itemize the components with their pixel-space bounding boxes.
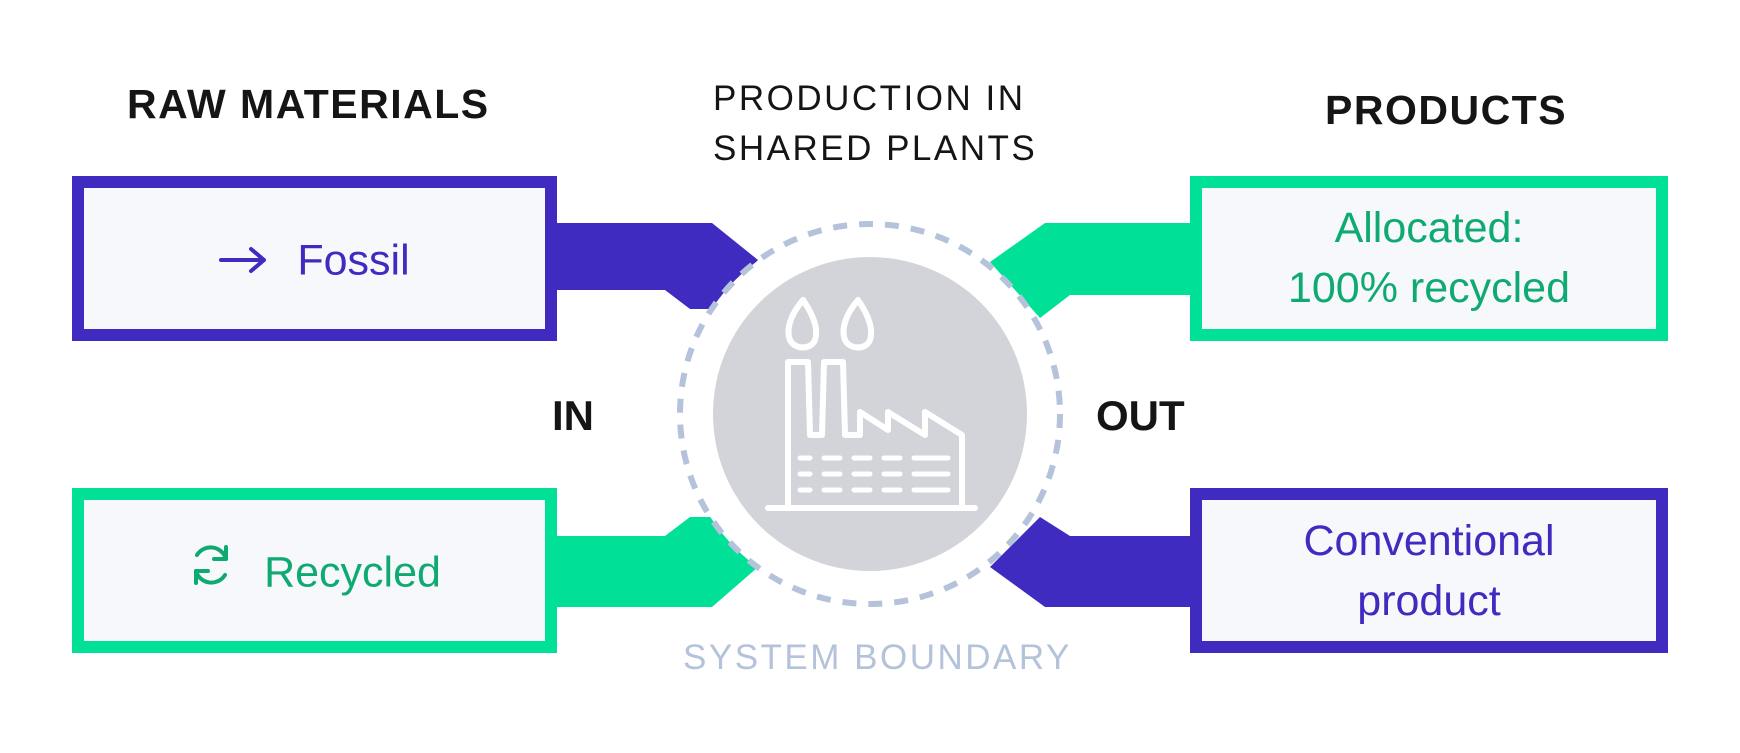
in-label: IN: [552, 392, 594, 439]
production-heading-line-2: SHARED PLANTS: [713, 129, 1038, 168]
recycled-in-arrow: [545, 517, 758, 607]
allocated-out-arrow: [990, 223, 1246, 318]
products-heading: PRODUCTS: [1325, 87, 1568, 133]
fossil-box-notch: [545, 223, 572, 290]
fossil-in-arrow: [545, 223, 758, 309]
fossil-box-content: Fossil: [84, 228, 545, 291]
allocated-box-content: Allocated: 100% recycled: [1202, 198, 1656, 318]
recycle-icon: [188, 542, 234, 604]
production-heading-line-1: PRODUCTION IN: [713, 79, 1026, 118]
raw-materials-heading: RAW MATERIALS: [127, 81, 490, 127]
plant-circle: [713, 257, 1027, 571]
system-boundary-label: SYSTEM BOUNDARY: [683, 638, 1072, 677]
recycled-box-content: Recycled: [84, 540, 545, 604]
recycled-box-notch: [545, 536, 572, 607]
conventional-label-line-2: product: [1357, 577, 1501, 625]
arrow-right-icon: [219, 231, 267, 291]
conventional-box-content: Conventional product: [1202, 511, 1656, 631]
out-label: OUT: [1096, 392, 1185, 439]
conventional-out-arrow: [990, 517, 1246, 607]
allocated-label-line-1: Allocated:: [1334, 204, 1524, 252]
fossil-label: Fossil: [297, 236, 410, 285]
recycled-label: Recycled: [264, 548, 441, 597]
conventional-box: [1190, 488, 1668, 653]
production-heading: PRODUCTION IN SHARED PLANTS: [713, 74, 1037, 174]
allocated-box: [1190, 176, 1668, 341]
conventional-label-line-1: Conventional: [1303, 517, 1555, 565]
factory-icon: [765, 297, 978, 511]
recycled-box: [72, 488, 557, 653]
allocated-label-line-2: 100% recycled: [1287, 264, 1571, 312]
